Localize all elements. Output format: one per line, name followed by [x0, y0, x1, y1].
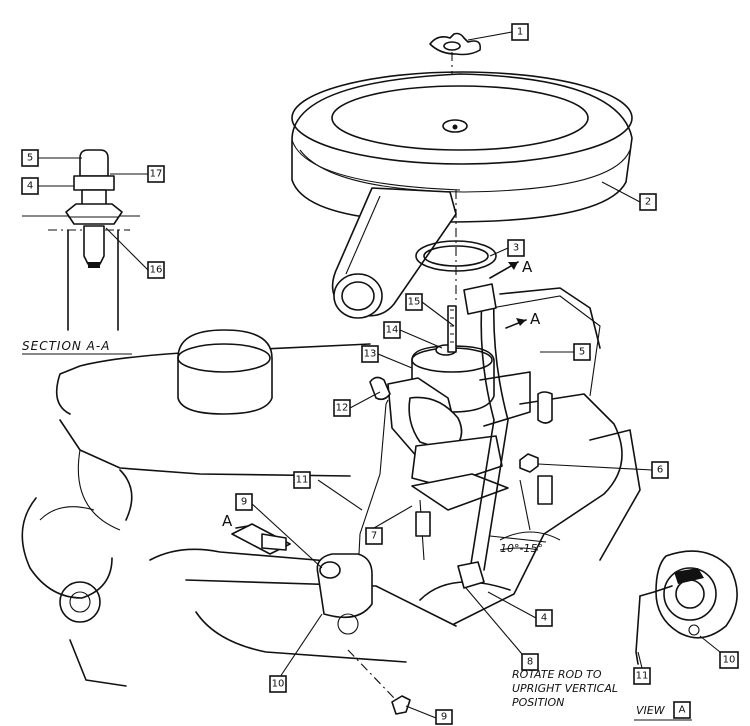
section-label: SECTION A-A [22, 339, 110, 353]
arrow-a-mid [505, 318, 527, 329]
callout-3: 3 [507, 239, 525, 257]
callout-8-label: 8 [527, 657, 533, 668]
callout-1: 1 [511, 23, 529, 41]
callout-4-inset: 4 [21, 177, 39, 195]
callout-10: 10 [269, 675, 287, 693]
callout-13: 13 [361, 345, 379, 363]
callout-17: 17 [147, 165, 165, 183]
callout-16-label: 16 [150, 265, 163, 276]
callout-9-screw: 9 [435, 709, 453, 725]
oil-filler-cap [177, 329, 273, 415]
arrow-a-mid-label: A [530, 310, 541, 328]
callout-9-screw-label: 9 [441, 712, 447, 723]
callout-17-label: 17 [150, 169, 163, 180]
callout-7-label: 7 [371, 531, 377, 542]
callout-4-label: 4 [541, 613, 547, 624]
callout-15-label: 15 [408, 297, 421, 308]
callout-6: 6 [651, 461, 669, 479]
view-letter: A [679, 705, 686, 716]
arrow-a-left-label: A [222, 512, 233, 530]
callout-13-label: 13 [364, 349, 377, 360]
callout-5: 5 [573, 343, 591, 361]
callout-11-view: 11 [633, 667, 651, 685]
callout-3-label: 3 [513, 243, 519, 254]
bracket-a [231, 523, 291, 555]
callout-10-view: 10 [719, 651, 739, 669]
choke-rod [357, 399, 389, 575]
callout-6-label: 6 [657, 465, 663, 476]
callout-12-label: 12 [336, 403, 349, 414]
callout-5-label: 5 [579, 347, 585, 358]
view-a-detail [635, 550, 738, 665]
callout-7: 7 [365, 527, 383, 545]
callout-9: 9 [235, 493, 253, 511]
callout-2: 2 [639, 193, 657, 211]
callout-10-view-label: 10 [723, 655, 736, 666]
arrow-a-top-label: A [522, 258, 533, 276]
air-cleaner [291, 71, 633, 223]
callout-8: 8 [521, 653, 539, 671]
nut [519, 453, 539, 473]
section-a-a-inset [22, 149, 140, 331]
callout-11-label: 11 [296, 475, 309, 486]
callout-11: 11 [293, 471, 311, 489]
callout-4-inset-label: 4 [27, 181, 33, 192]
view-label: VIEW [636, 704, 666, 717]
rotate-note-line-1: ROTATE ROD TO [512, 668, 602, 681]
callout-15: 15 [405, 293, 423, 311]
callout-11-view-label: 11 [636, 671, 649, 682]
air-cleaner-snorkel [331, 187, 457, 319]
callout-12: 12 [333, 399, 351, 417]
choke-housing [316, 553, 373, 635]
callout-4: 4 [535, 609, 553, 627]
engine-block [21, 287, 641, 687]
callout-16: 16 [147, 261, 165, 279]
heat-tube [457, 283, 509, 589]
leader-lines [38, 31, 721, 719]
carburetor [369, 305, 553, 511]
callout-14: 14 [383, 321, 401, 339]
rotate-note-line-2: UPRIGHT VERTICAL [512, 682, 618, 695]
rotate-note-line-3: POSITION [512, 696, 564, 709]
callout-5-inset-label: 5 [27, 153, 33, 164]
callout-14-label: 14 [386, 325, 399, 336]
gasket [415, 190, 497, 300]
callout-5-inset: 5 [21, 149, 39, 167]
callout-2-label: 2 [645, 197, 651, 208]
screw [347, 649, 411, 715]
angle-indicator [489, 535, 547, 551]
arrow-a-top [489, 261, 519, 279]
callout-9-label: 9 [241, 497, 247, 508]
callout-10-label: 10 [272, 679, 285, 690]
callout-1-label: 1 [517, 27, 523, 38]
angle-label: 10°-15° [500, 542, 543, 555]
arrow-a-left [235, 525, 249, 529]
